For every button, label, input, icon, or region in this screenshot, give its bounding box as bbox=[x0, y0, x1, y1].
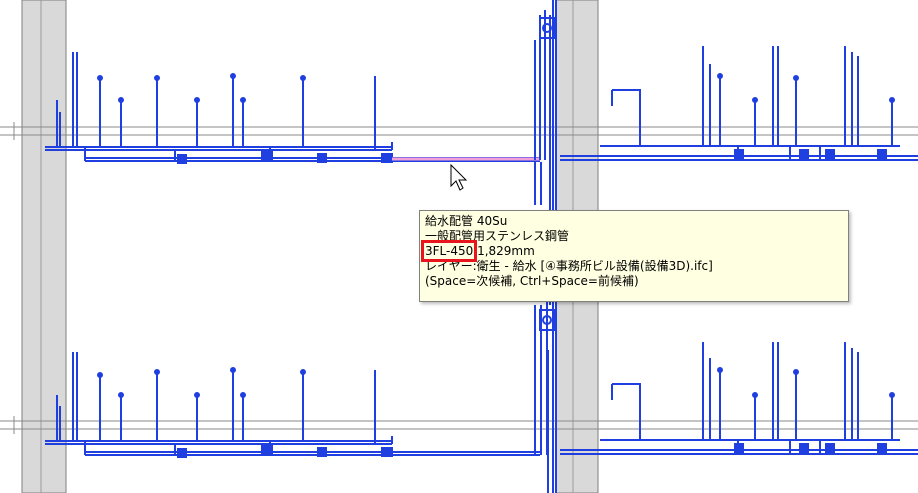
pipe-network-upper[interactable] bbox=[45, 46, 918, 164]
tooltip-layer: レイヤー:衛生 - 給水 [④事務所ビル設備(設備3D).ifc] bbox=[425, 259, 713, 273]
tooltip-length: 1,829mm bbox=[477, 244, 535, 258]
floor-lines bbox=[0, 122, 918, 434]
pipe-info-tooltip: 給水配管 40Su 一般配管用ステンレス鋼管 3FL-450 1,829mm レ… bbox=[419, 210, 849, 302]
tooltip-level: 3FL-450 bbox=[420, 240, 478, 262]
tooltip-level-length-row: 3FL-450 1,829mm bbox=[420, 240, 843, 262]
tooltip-hint: (Space=次候補, Ctrl+Space=前候補) bbox=[425, 274, 639, 288]
tooltip-pipe-material: 一般配管用ステンレス鋼管 bbox=[425, 229, 570, 243]
tooltip-pipe-name: 給水配管 40Su bbox=[425, 214, 508, 228]
column-left bbox=[21, 0, 67, 493]
arrow-pointer-icon bbox=[450, 163, 468, 191]
pipe-network-lower[interactable] bbox=[45, 342, 918, 458]
